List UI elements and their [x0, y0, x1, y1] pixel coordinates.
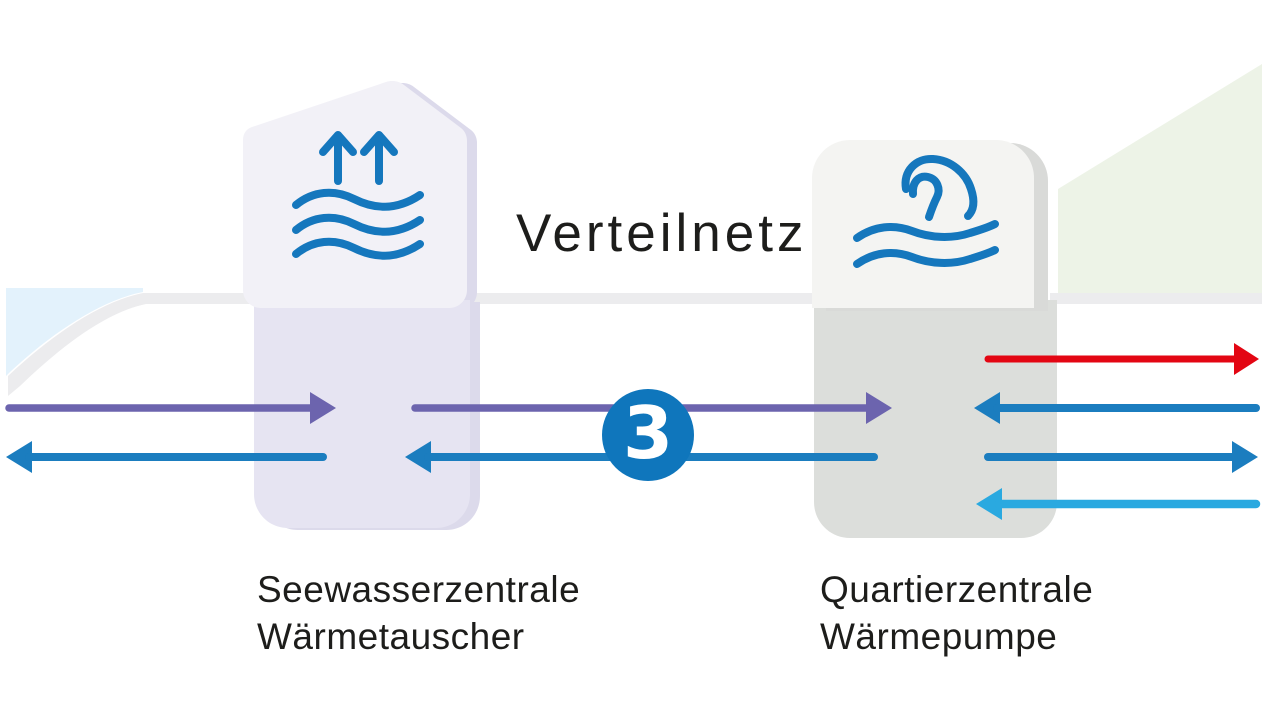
station-label-line: Wärmepumpe: [820, 616, 1058, 657]
evaporation-waves-icon: [292, 131, 424, 260]
district-area-shape: [1058, 64, 1262, 293]
wave-line: [292, 237, 424, 260]
ground-band-middle: [466, 293, 816, 304]
station-label-line: Wärmetauscher: [257, 616, 525, 657]
station-label-quartierzentrale: Quartierzentrale Wärmepumpe: [820, 566, 1093, 660]
arrow-head: [1234, 343, 1259, 375]
up-arrow-icon-head: [319, 131, 357, 156]
step-badge-number: 3: [622, 391, 674, 475]
arrow-head: [976, 488, 1002, 520]
flow-arrow-heat-output: [984, 343, 1259, 375]
heat-exchanger-building-body: [254, 300, 470, 528]
wave-line: [292, 213, 424, 236]
wave-line: [853, 246, 999, 268]
up-arrow-icon-head: [360, 131, 398, 156]
station-label-line: Quartierzentrale: [820, 569, 1094, 610]
lake-shape: [6, 288, 143, 376]
ground-band-left: [8, 293, 256, 396]
flow-arrow-district-supply: [984, 441, 1258, 473]
station-label-line: Seewasserzentrale: [257, 569, 581, 610]
heat-exchanger-building-roof: [243, 81, 467, 308]
station-label-seewasserzentrale: Seewasserzentrale Wärmetauscher: [257, 566, 580, 660]
wave-line: [853, 220, 999, 242]
arrow-head: [1232, 441, 1258, 473]
network-title: Verteilnetz: [516, 204, 808, 263]
breaking-wave-icon: [853, 155, 999, 268]
wave-crest-outer: [901, 155, 978, 220]
arrow-head: [310, 392, 336, 424]
step-badge-circle: [602, 389, 694, 481]
heat-pump-building-top: [812, 140, 1034, 308]
wave-line: [292, 188, 424, 211]
arrow-head: [866, 392, 892, 424]
arrow-head: [974, 392, 1000, 424]
flow-arrow-district-return-upper: [974, 392, 1260, 424]
wave-crest-curl: [908, 172, 943, 221]
flow-arrow-district-return-lower: [976, 488, 1261, 520]
flow-arrow-heat-exchanger-to-lake: [6, 441, 327, 473]
ground-band-right: [1050, 293, 1262, 304]
flow-arrow-lake-to-heat-exchanger: [5, 392, 336, 424]
arrow-head: [6, 441, 32, 473]
arrow-head: [405, 441, 431, 473]
